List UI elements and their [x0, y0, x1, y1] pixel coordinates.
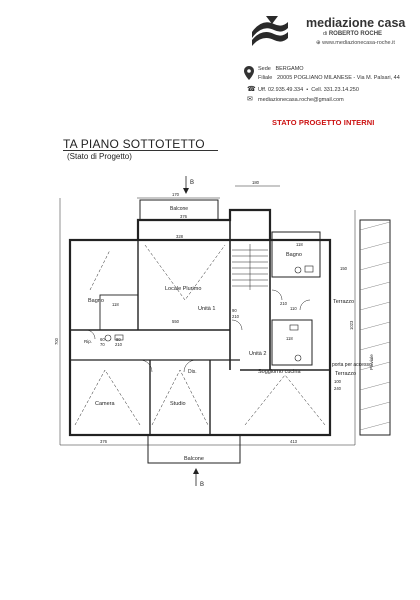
email-icon: ✉ — [247, 96, 253, 103]
dim-label-1023: 1023 — [349, 320, 354, 330]
website-link[interactable]: www.mediazionecasa-roche.it — [322, 40, 395, 46]
website-line: ⊕ www.mediazionecasa-roche.it — [316, 40, 395, 46]
room-unita1: Unità 1 — [198, 306, 215, 312]
filiale-label: Filiale — [258, 75, 273, 81]
phone-line: Uff. 02.935.49.334 • Cell. 331.23.14.250 — [258, 87, 359, 93]
dim-label-413: 413 — [290, 439, 298, 444]
section-label-bottom: B — [200, 482, 204, 488]
room-studio: Studio — [170, 401, 186, 407]
dim-label-700: 700 — [54, 337, 59, 345]
room-disimpegno: Dis. — [188, 369, 197, 375]
dim-label-150: 150 — [340, 266, 348, 271]
terrace-band — [359, 219, 391, 436]
plan-title: TA PIANO SOTTOTETTO — [63, 137, 205, 151]
filiale-value: 20005 POGLIANO MILANESE - Via M. Palsari… — [276, 75, 400, 81]
room-terrazzo-top: Terrazzo — [333, 299, 354, 305]
dim-label-118a: 118 — [296, 242, 303, 247]
dim-label-210a: 210 — [232, 314, 240, 319]
house-logo-icon — [252, 16, 288, 46]
room-soggiorno: Soggiorno cucina — [258, 369, 301, 375]
phone-icon: ☎ — [247, 86, 256, 93]
email-link[interactable]: mediazionecasa.roche@gmail.com — [258, 97, 344, 103]
dim-label-100: 100 — [334, 379, 342, 384]
dim-label-60: 60 — [100, 337, 105, 342]
dim-label-240: 240 — [334, 386, 342, 391]
phone-office[interactable]: Uff. 02.935.49.334 — [258, 87, 304, 93]
dim-label-170: 170 — [172, 192, 180, 197]
floor-plan: Balcone Locale Plurimo Unità 1 Bagno Bag… — [54, 176, 391, 488]
brand-name: mediazione casa — [306, 16, 406, 30]
terrace-hatch — [359, 221, 391, 431]
room-ripostiglio: Rip. — [84, 339, 92, 344]
bagno-2-walls — [271, 319, 313, 366]
upper-walls — [136, 208, 272, 240]
dim-label-210c: 210 — [115, 342, 123, 347]
staircase — [232, 244, 268, 290]
sede-label: Sede — [258, 66, 271, 72]
dim-label-376: 376 — [180, 214, 188, 219]
section-arrow-bottom — [193, 468, 199, 474]
dim-label-328: 328 — [176, 234, 184, 239]
room-bagno-right: Bagno — [286, 252, 302, 258]
dim-label-376b: 376 — [100, 439, 108, 444]
room-balcone-top: Balcone — [170, 206, 188, 212]
web-icon: ⊕ — [316, 40, 321, 46]
brand-owner-name: ROBERTO ROCHE — [328, 31, 383, 37]
room-porta-accesso: porta per accesso — [332, 362, 372, 368]
map-pin-icon — [244, 66, 254, 80]
room-balcone-bottom: Balcone — [184, 456, 204, 462]
dim-label-110: 110 — [290, 306, 297, 311]
dim-label-118b: 118 — [286, 336, 293, 341]
dim-label-210b: 210 — [280, 301, 288, 306]
room-terrazzo-bottom: Terrazzo — [335, 371, 356, 377]
brand-owner: di ROBERTO ROCHE — [323, 31, 382, 37]
dim-label-180: 180 — [252, 180, 260, 185]
roof-slope-lines — [74, 244, 326, 426]
phone-mobile[interactable]: Cell. 331.23.14.250 — [311, 87, 359, 93]
door-swings — [85, 289, 311, 373]
sede-value: BERGAMO — [275, 66, 304, 72]
section-arrow-top — [183, 188, 189, 194]
dim-label-70: 70 — [100, 342, 105, 347]
dim-label-80: 80 — [116, 337, 121, 342]
brand-di: di — [323, 31, 328, 37]
room-locale-plurimo: Locale Plurimo — [165, 286, 201, 292]
room-bagno-left: Bagno — [88, 298, 104, 304]
dim-label-90: 90 — [232, 308, 237, 313]
small-room-walls — [99, 294, 139, 331]
room-pluviale: Pluviale — [369, 354, 374, 370]
room-unita2: Unità 2 — [249, 351, 266, 357]
project-status: STATO PROGETTO INTERNI — [272, 118, 375, 127]
dim-label-118c: 118 — [112, 302, 119, 307]
filiale-line: Filiale 20005 POGLIANO MILANESE - Via M.… — [258, 75, 400, 81]
bagno-right-walls — [271, 231, 321, 278]
bathroom-fixtures — [104, 265, 314, 362]
dim-label-550: 550 — [172, 319, 180, 324]
room-camera: Camera — [95, 401, 116, 407]
plan-subtitle: (Stato di Progetto) — [67, 152, 132, 161]
sede-line: Sede BERGAMO — [258, 66, 304, 72]
section-label-top: B — [190, 180, 194, 186]
title-underline — [63, 150, 218, 151]
